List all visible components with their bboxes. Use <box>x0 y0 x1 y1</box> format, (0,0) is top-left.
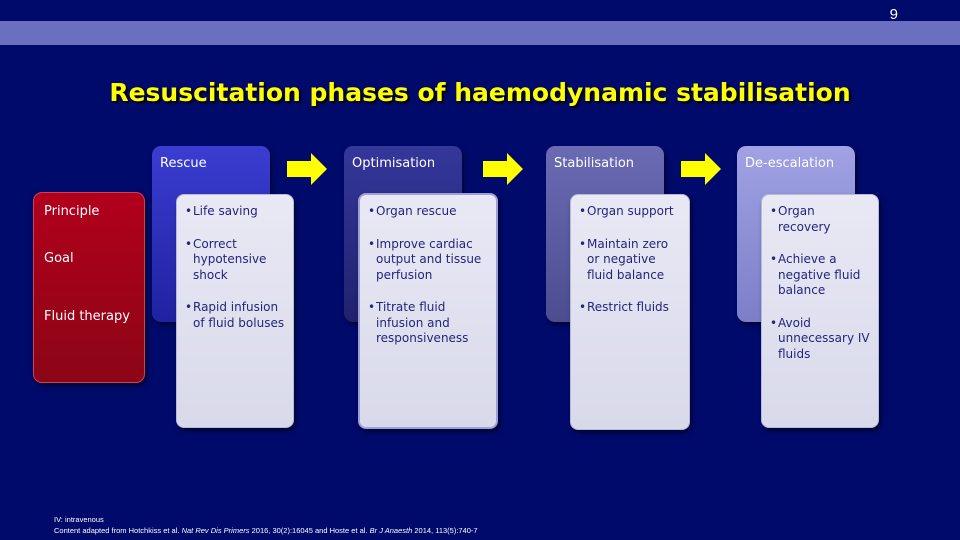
phase-title-de-escalation: De-escalation <box>745 156 835 171</box>
row-label-goal: Goal <box>44 251 74 266</box>
phase-card-stabilisation: •Organ support •Maintain zero or negativ… <box>570 194 690 430</box>
list-item: •Rapid infusion of fluid boluses <box>185 300 285 330</box>
top-band <box>0 21 960 45</box>
list-item: •Organ support <box>579 204 674 218</box>
list-item: •Correct hypotensive shock <box>185 236 267 282</box>
phase-title-optimisation: Optimisation <box>352 156 436 171</box>
phase-card-optimisation: •Organ rescue •Improve cardiac output an… <box>358 193 498 429</box>
phase-title-stabilisation: Stabilisation <box>554 156 635 171</box>
list-item: •Titrate fluid infusion and responsivene… <box>368 300 469 345</box>
page-number: 9 <box>889 6 898 23</box>
list-item: •Life saving <box>185 204 258 218</box>
row-labels-card <box>33 192 145 383</box>
footer-reference: Content adapted from Hotchkiss et al. Na… <box>54 526 478 535</box>
footer-abbreviation: IV: intravenous <box>54 515 104 524</box>
phase-title-rescue: Rescue <box>160 156 207 171</box>
phase-card-de-escalation: •Organ recovery •Achieve a negative flui… <box>761 194 879 428</box>
list-item: •Improve cardiac output and tissue perfu… <box>368 236 482 282</box>
arrow-right-icon <box>681 153 721 185</box>
list-item: •Organ rescue <box>368 204 457 218</box>
list-item: •Maintain zero or negative fluid balance <box>579 236 669 282</box>
arrow-right-icon <box>483 153 523 185</box>
arrow-right-icon <box>287 153 327 185</box>
list-item: •Avoid unnecessary IV fluids <box>770 315 870 361</box>
list-item: •Restrict fluids <box>579 300 669 314</box>
list-item: •Organ recovery <box>770 204 831 234</box>
list-item: •Achieve a negative fluid balance <box>770 252 861 297</box>
row-label-fluid-therapy: Fluid therapy <box>44 309 130 324</box>
phase-card-rescue: •Life saving •Correct hypotensive shock … <box>176 194 294 428</box>
slide-title: Resuscitation phases of haemodynamic sta… <box>109 78 851 107</box>
row-label-principle: Principle <box>44 204 100 219</box>
